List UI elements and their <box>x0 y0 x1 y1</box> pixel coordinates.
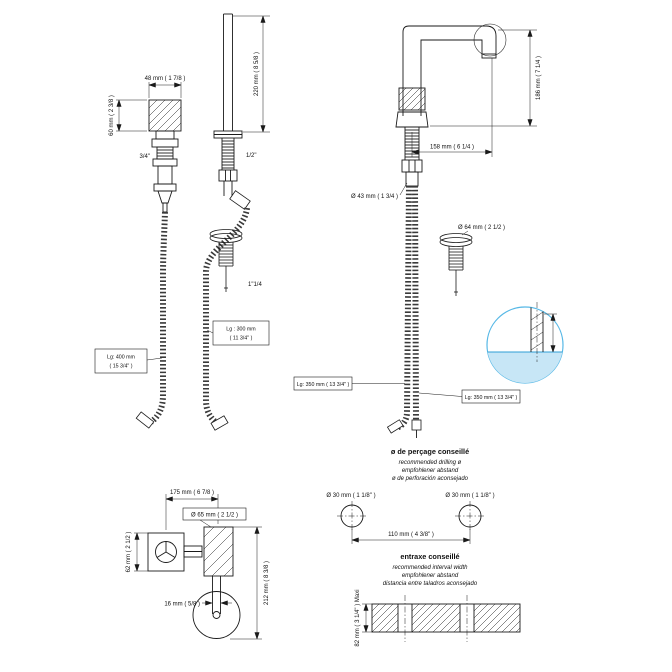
hose350-right-label: Lg: 350 mm ( 13 3/4" ) <box>465 395 518 401</box>
drilling-subtitle-en: recommended drilling ø <box>399 460 462 466</box>
supply-hose-length-line1: Lg: 400 mm <box>107 355 136 361</box>
supply-hose-label-box <box>94 348 148 374</box>
plan-view: 175 mm ( 6 7/8 ) Ø 65 mm ( 2 1/2 ) 62 mm… <box>126 490 270 640</box>
hose350-left-box <box>293 376 353 391</box>
hose-350-left <box>394 185 412 431</box>
link-hose-length-line1: Lg : 300 mm <box>226 327 256 333</box>
hose350-right-box <box>461 389 521 404</box>
plan-labels: 175 mm ( 6 7/8 ) Ø 65 mm ( 2 1/2 ) 62 mm… <box>126 490 270 608</box>
spacing-subtitle-es: distancia entre taladros aconsejado <box>383 581 478 587</box>
plan-handle <box>147 532 203 572</box>
spout-view-labels: 186 mm ( 7 1/4 ) 158 mm ( 6 1/4 ) Ø 43 m… <box>297 56 542 401</box>
drilling-subtitle-es: ø de perforación aconsejado <box>392 476 469 482</box>
valve-assembly <box>148 99 182 213</box>
spout-front-view: 186 mm ( 7 1/4 ) 158 mm ( 6 1/4 ) Ø 43 m… <box>293 23 564 438</box>
hose350-left-label: Lg: 350 mm ( 13 3/4" ) <box>297 382 350 388</box>
hoses-right-view <box>386 185 422 438</box>
link-hose-length-line2: ( 11 3/4" ) <box>230 336 253 342</box>
max-thickness-label: 82 mm ( 3 1/4" ) Maxi <box>355 589 361 646</box>
link-hose <box>203 207 250 427</box>
hole-labels: Ø 30 mm ( 1 1/8" ) Ø 30 mm ( 1 1/8" ) 11… <box>326 493 494 538</box>
drilling-subtitle-de: empfohlener abstand <box>402 468 459 474</box>
hole-left-label: Ø 30 mm ( 1 1/8" ) <box>326 493 375 499</box>
dim-depth: 212 mm ( 8 3/8 ) <box>264 561 270 605</box>
dim-spout-reach: 158 mm ( 6 1/4 ) <box>430 145 474 151</box>
drain-thread-label: 1"1/4 <box>248 282 262 288</box>
plan-base-diameter-box <box>182 507 247 521</box>
supply-hose-length-line2: ( 15 3/4" ) <box>109 364 132 370</box>
handle-hatch <box>148 99 182 132</box>
drilling-text-block: ø de perçage conseillé recommended drill… <box>391 447 469 482</box>
spacing-title: entraxe conseillé <box>400 552 459 561</box>
dim-spacing: 175 mm ( 6 7/8 ) <box>170 490 214 496</box>
valve-view-labels: 48 mm ( 1 7/8 ) 60 mm ( 2 3/8 ) 3/4" 1/2… <box>107 52 262 370</box>
countertop-hatch <box>371 603 521 633</box>
spacing-text-block: entraxe conseillé recommended interval w… <box>383 552 478 587</box>
center-distance-label: 110 mm ( 4 3/8" ) <box>388 532 434 538</box>
drain-plug-left <box>209 229 243 293</box>
spout-body <box>395 23 507 187</box>
detail-marker-circle <box>473 23 507 57</box>
hose-350-right <box>412 185 419 421</box>
dim-base-diameter: Ø 43 mm ( 1 3/4 ) <box>351 194 398 200</box>
valve-side-view: 48 mm ( 1 7/8 ) 60 mm ( 2 3/8 ) 3/4" 1/2… <box>94 13 270 431</box>
hole-distance-dimension <box>351 529 471 544</box>
dim-arm-width: 16 mm ( 5/8 ) <box>164 602 200 608</box>
dim-handle-depth: 62 mm ( 2 1/2 ) <box>126 532 132 573</box>
drill-holes <box>337 501 485 531</box>
spout-view-dimensions <box>352 29 537 397</box>
dim-drain-diameter: Ø 64 mm ( 2 1/2 ) <box>458 225 505 231</box>
supply-hose <box>149 211 168 425</box>
drain-plug-right <box>439 233 473 297</box>
supply-hose-elbow <box>135 411 155 429</box>
hose-length-labels <box>94 320 270 374</box>
dim-spout-height: 220 mm ( 8 5/8 ) <box>254 52 260 96</box>
link-hose-label-box <box>212 320 270 346</box>
hole-right-label: Ø 30 mm ( 1 1/8" ) <box>445 493 494 499</box>
spout-column <box>213 13 251 210</box>
dim-spout-view-height: 186 mm ( 7 1/4 ) <box>536 56 542 100</box>
plan-spout <box>192 526 241 639</box>
dim-plan-base-diameter: Ø 65 mm ( 2 1/2 ) <box>191 513 238 519</box>
countertop-section: 82 mm ( 3 1/4" ) Maxi <box>355 589 521 647</box>
valve-view-dimensions <box>116 15 270 133</box>
link-hose-elbow <box>210 415 229 431</box>
spacing-subtitle-de: empfohlener abstand <box>402 573 459 579</box>
dim-handle-height: 60 mm ( 2 3/8 ) <box>109 95 115 136</box>
dim-handle-width: 48 mm ( 1 7/8 ) <box>145 76 186 82</box>
drilling-section: ø de perçage conseillé recommended drill… <box>326 447 521 647</box>
drilling-title: ø de perçage conseillé <box>391 447 469 456</box>
hoses-left-view <box>135 207 250 431</box>
valve-thread-label: 3/4" <box>140 154 150 160</box>
spout-tip-detail <box>486 302 564 384</box>
spacing-subtitle-en: recommended interval width <box>392 565 468 571</box>
spout-thread-label: 1/2" <box>246 153 256 159</box>
